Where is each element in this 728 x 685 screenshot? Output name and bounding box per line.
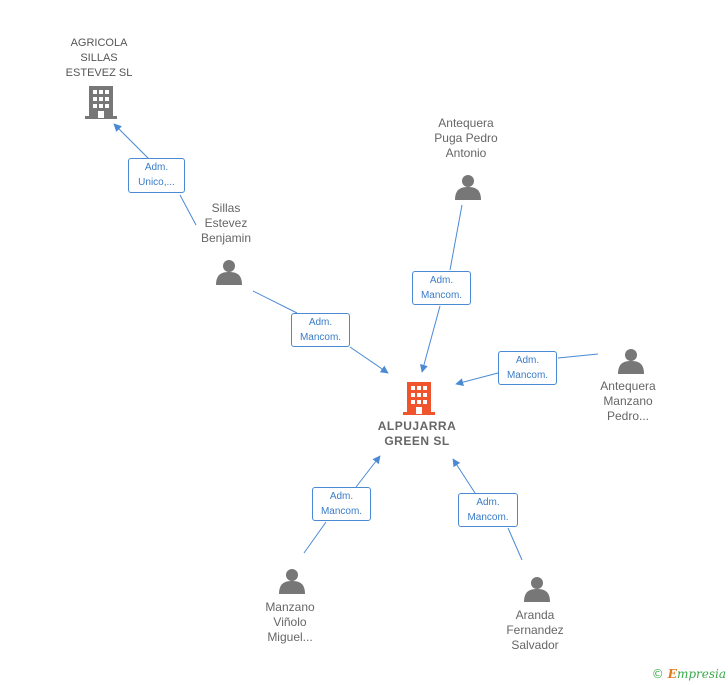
copyright-symbol: © [651,667,664,681]
person-icon [455,175,481,200]
edge-label-line: Mancom. [467,512,509,523]
node-vinolo-label[interactable]: Manzano Viñolo Miguel... [240,600,340,645]
label-line: Salvador [511,638,559,652]
edge-label-vinolo-alpujarra[interactable]: Adm. Mancom. [312,487,371,521]
label-line: Benjamin [200,231,252,245]
edge-label-line: Adm. [308,317,333,328]
node-sillas-label[interactable]: Sillas Estevez Benjamin [176,201,276,246]
edge-label-line: Unico,... [138,177,175,188]
edge-sillas-alpujarra [252,290,388,373]
edge-aranda-alpujarra [453,459,523,561]
edge-puga-alpujarra [422,204,463,372]
edge-label-puga-alpujarra[interactable]: Adm. Mancom. [412,271,471,305]
label-line: AGRICOLA [70,37,128,49]
edge-label-line: Mancom. [320,506,363,517]
label-line: Aranda [515,608,555,622]
node-manzano-pedro-label[interactable]: Antequera Manzano Pedro... [578,379,678,424]
label-line: Viñolo [273,615,307,629]
edge-label-aranda-alpujarra[interactable]: Adm. Mancom. [458,493,518,527]
label-line: Sillas [211,201,241,215]
label-line: Pedro... [606,409,650,423]
edge-label-line: Adm. [429,275,454,286]
node-puga-label[interactable]: Antequera Puga Pedro Antonio [416,116,516,161]
edge-label-line: Mancom. [420,290,463,301]
edge-manzano-alpujarra [456,353,599,384]
person-icon [216,260,242,285]
edge-label-sillas-agricola[interactable]: Adm. Unico,... [128,158,185,193]
node-aranda-label[interactable]: Aranda Fernandez Salvador [485,608,585,653]
label-line: Antequera [600,379,656,393]
edge-label-line: Mancom. [299,332,342,343]
label-line: Estevez [204,216,248,230]
brand-logo-text: mpresia [676,667,726,681]
person-icon [524,577,550,602]
edge-sillas-agricola [114,124,197,226]
brand-logo-initial: E [667,667,677,681]
building-icon [85,86,117,119]
label-line: Antonio [445,146,487,160]
edge-vinolo-alpujarra [303,456,380,554]
edge-label-line: Adm. [329,491,354,502]
edge-label-sillas-alpujarra[interactable]: Adm. Mancom. [291,313,350,347]
label-line: Manzano [265,600,315,614]
label-line: Fernandez [506,623,564,637]
footer-brand: ©Empresia [652,667,726,681]
building-icon [403,382,435,415]
label-line: SILLAS [80,52,118,64]
edge-label-line: Adm. [515,355,540,366]
edge-label-line: Mancom. [506,370,549,381]
label-line: GREEN SL [384,434,450,448]
node-alpujarra-label[interactable]: ALPUJARRA GREEN SL [362,419,472,449]
label-line: Manzano [603,394,653,408]
label-line: Antequera [438,116,494,130]
label-line: Miguel... [267,630,313,644]
node-agricola-label[interactable]: AGRICOLA SILLAS ESTEVEZ SL [49,36,149,81]
edge-label-line: Adm. [476,497,500,508]
label-line: ALPUJARRA [377,419,457,433]
label-line: Puga Pedro [434,131,498,145]
edge-label-line: Adm. [144,162,169,173]
person-icon [618,349,644,374]
edge-label-manzano-alpujarra[interactable]: Adm. Mancom. [498,351,557,385]
person-icon [279,569,305,594]
label-line: ESTEVEZ SL [65,67,133,79]
